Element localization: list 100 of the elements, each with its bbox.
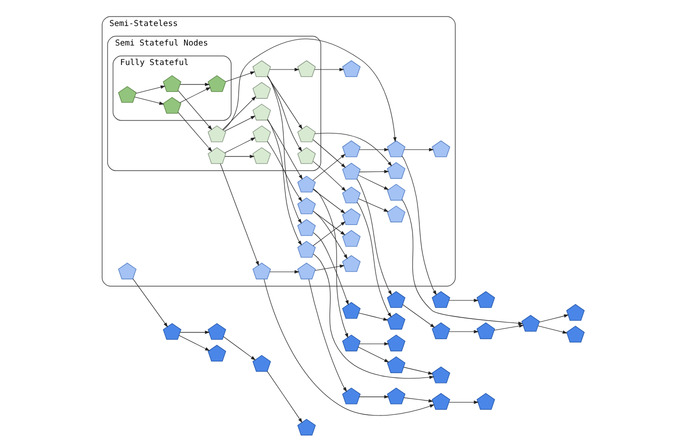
node-pentagon (521, 314, 540, 332)
arrow (312, 210, 346, 236)
arrow (402, 199, 524, 325)
arrow (312, 189, 346, 214)
arrow (358, 174, 389, 190)
arrow (312, 221, 346, 246)
node-pentagon (566, 304, 585, 321)
arrow (267, 76, 302, 152)
arrow (313, 188, 348, 338)
node-pentagon (252, 60, 271, 77)
arrow (358, 346, 390, 362)
arrow (359, 342, 390, 346)
arrow (134, 96, 164, 105)
node-pentagon (342, 208, 361, 226)
arrow (312, 210, 348, 260)
arrow (402, 156, 437, 296)
arrow (404, 148, 434, 152)
arrow (264, 278, 435, 416)
arrow (180, 330, 210, 334)
node-pentagon (342, 140, 361, 158)
node-pentagon (162, 96, 182, 114)
arrow (220, 163, 259, 266)
node-pentagon (252, 104, 271, 120)
arrow (267, 76, 302, 130)
arrow (356, 202, 392, 318)
node-pentagon (252, 354, 271, 372)
node-pentagon (432, 322, 450, 340)
node-pentagon (386, 356, 406, 374)
arrow (359, 170, 390, 174)
arrow (270, 68, 300, 72)
node-pentagon (432, 140, 450, 158)
arrow (224, 154, 255, 158)
arrow (538, 326, 568, 334)
node-pentagon (252, 82, 271, 99)
arrow (178, 335, 210, 351)
node-pentagon (252, 262, 271, 280)
arrow (270, 270, 300, 274)
arrow (358, 312, 388, 321)
arrow (222, 38, 397, 142)
arrow (312, 154, 346, 181)
arrow (313, 232, 349, 306)
node-pentagon (476, 393, 496, 410)
arrow (267, 119, 302, 246)
arrow (358, 198, 389, 212)
arrow (314, 264, 345, 271)
arrow (313, 254, 434, 379)
arrow (222, 96, 256, 130)
node-pentagon (162, 75, 182, 92)
arrow (448, 298, 479, 302)
node-pentagon (297, 60, 316, 77)
arrow (402, 304, 435, 328)
arrow (448, 400, 479, 404)
node-pentagon (386, 184, 406, 201)
arrow (359, 395, 390, 398)
node-pentagon (566, 326, 585, 342)
arrow (314, 132, 392, 166)
node-pentagon (476, 322, 496, 340)
arrow (224, 116, 256, 132)
node-pentagon (342, 302, 361, 319)
arrow (178, 90, 212, 130)
cluster: Fully Stateful (112, 56, 232, 121)
node-pentagon (297, 262, 316, 280)
arrow (267, 76, 302, 224)
node-pentagon (252, 125, 271, 142)
arrow (359, 148, 390, 152)
node-pentagon (342, 230, 361, 247)
arrow (178, 112, 212, 152)
node-pentagon (208, 344, 226, 362)
arrow (223, 336, 256, 360)
node-pentagon (386, 140, 406, 158)
arrow (494, 324, 524, 331)
arrow (312, 161, 346, 192)
node-pentagon (118, 86, 136, 103)
node-pentagon (252, 147, 271, 164)
node-pentagon (118, 262, 136, 280)
arrow (539, 314, 569, 322)
arrow (136, 85, 166, 94)
arrow (403, 366, 434, 375)
node-pentagon (386, 388, 406, 404)
arrow (224, 137, 256, 154)
arrow (314, 68, 344, 72)
arrow (267, 141, 302, 202)
arrow (448, 330, 479, 334)
node-pentagon (432, 393, 450, 410)
arrow (404, 397, 434, 402)
arrow (356, 178, 392, 296)
node-pentagon (386, 334, 406, 352)
arrow (312, 139, 346, 168)
node-pentagon (342, 60, 361, 77)
arrow (267, 119, 303, 180)
node-pentagon (476, 291, 496, 308)
arrow (308, 278, 347, 392)
arrow (180, 87, 211, 103)
arrow (226, 72, 256, 82)
arrow (266, 371, 302, 423)
node-pentagon (432, 366, 450, 384)
node-pentagon (208, 323, 226, 340)
node-pentagon (386, 206, 406, 222)
node-pentagon (342, 334, 361, 352)
node-pentagon (208, 75, 226, 92)
